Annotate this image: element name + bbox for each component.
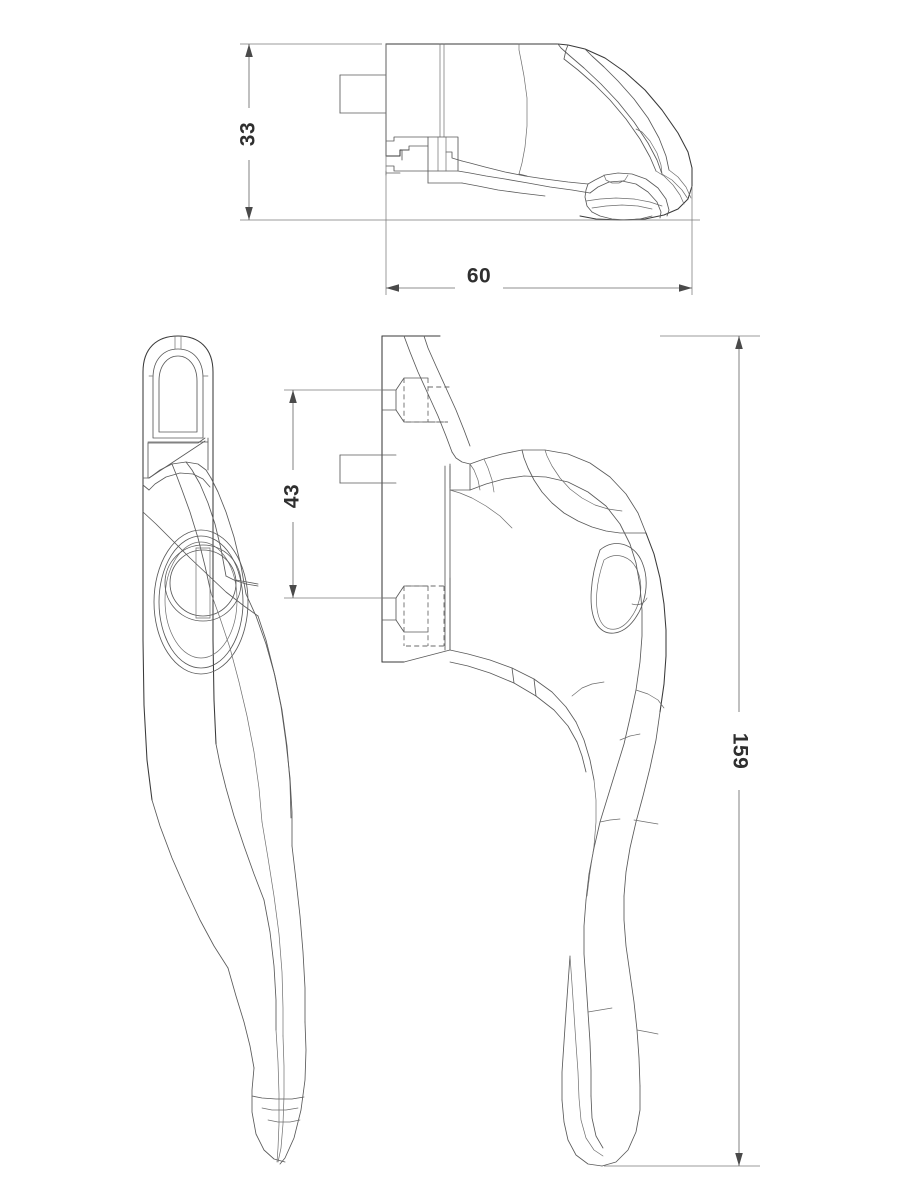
- side-view-neck-ribs: [449, 458, 513, 529]
- top-view-body-outline: [385, 43, 693, 221]
- side-view-fixing-spigot-bottom: [395, 585, 445, 647]
- side-view-fixing-spigot-top: [395, 377, 452, 423]
- dimension-60: 60: [385, 44, 693, 295]
- side-view-backplate: [381, 335, 441, 663]
- side-view-segment-lines: [571, 681, 665, 1035]
- side-view-neck: [403, 335, 471, 663]
- dimension-33: 33: [237, 43, 700, 221]
- dimension-159: 159: [604, 335, 760, 1167]
- top-view-knob: [584, 170, 689, 221]
- dimension-60-text: 60: [467, 265, 491, 288]
- top-view-lever-ribs: [557, 43, 670, 175]
- top-view: [339, 43, 693, 221]
- front-view-lever-ribs: [142, 511, 259, 617]
- top-view-mechanism-detail: [385, 136, 463, 176]
- front-view-lock-cylinder: [164, 544, 242, 622]
- side-view-grip-inner: [569, 562, 643, 1157]
- front-view-upper-detail: [147, 437, 209, 479]
- front-view-arch-panel: [148, 335, 209, 439]
- front-view-lever-body: [142, 461, 247, 595]
- front-view-grip-shaft: [227, 821, 306, 1069]
- top-view-spindle-stub: [339, 74, 387, 114]
- front-view-lock-bezel: [153, 529, 249, 675]
- front-view-grip-end: [251, 1021, 307, 1165]
- top-view-lever-arm: [427, 160, 591, 197]
- dimension-33-text: 33: [237, 122, 260, 146]
- dimension-43: 43: [281, 389, 396, 599]
- side-view: [339, 335, 667, 1167]
- side-view-grip-outline: [561, 532, 667, 1167]
- top-view-parting-lines: [437, 43, 528, 175]
- dimension-159-text: 159: [728, 733, 751, 770]
- front-view-backplate-outline: [142, 335, 217, 801]
- side-view-lever-upper: [469, 449, 647, 564]
- top-view-right-flank: [668, 169, 692, 199]
- side-view-thumb-recess: [590, 543, 648, 634]
- side-view-spindle-stub: [339, 454, 383, 484]
- dimension-43-text: 43: [281, 484, 304, 508]
- front-view: [142, 335, 307, 1165]
- front-view-lower-plate: [151, 592, 293, 969]
- side-view-lower-fillet: [449, 649, 597, 897]
